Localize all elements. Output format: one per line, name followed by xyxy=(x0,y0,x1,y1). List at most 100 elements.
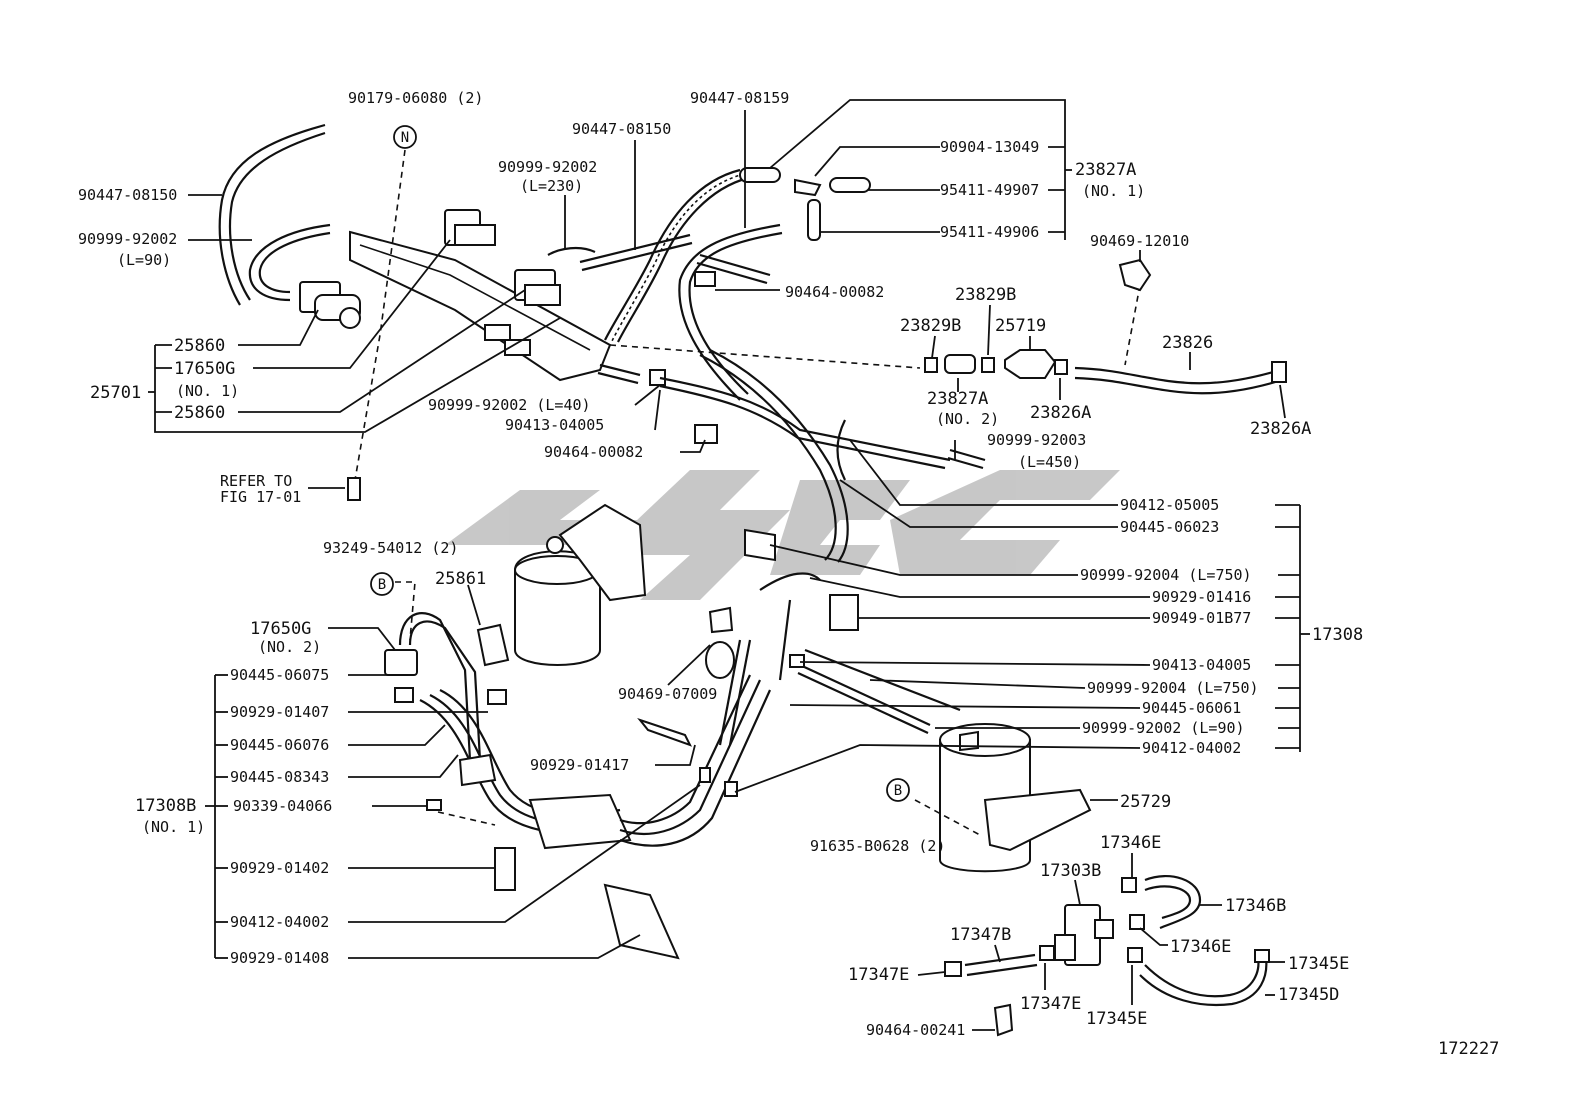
label-l90-left: (L=90) xyxy=(117,251,171,269)
label-17346e-top: 17346E xyxy=(1100,833,1161,853)
label-90445-08343: 90445-08343 xyxy=(230,768,329,786)
label-23829b-left: 23829B xyxy=(900,316,961,336)
label-17346b: 17346B xyxy=(1225,896,1286,916)
label-90999-92002-l40: 90999-92002 (L=40) xyxy=(428,396,591,414)
circle-b-marker-upper: B xyxy=(370,572,416,641)
circle-b-marker-lower: B xyxy=(886,778,910,802)
tee-95411 xyxy=(794,177,871,241)
leader-lines xyxy=(148,99,1310,1031)
label-fig-17-01: FIG 17-01 xyxy=(220,488,301,506)
label-90447-08150-center: 90447-08150 xyxy=(572,120,671,138)
label-93249-54012: 93249-54012 (2) xyxy=(323,539,458,557)
label-23826a-left: 23826A xyxy=(1030,403,1091,423)
label-23826: 23826 xyxy=(1162,333,1213,353)
label-17308: 17308 xyxy=(1312,625,1363,645)
vsv-25860-lower xyxy=(514,269,561,306)
label-90413-04005-right: 90413-04005 xyxy=(1152,656,1251,674)
label-90999-92002-l90-left: 90999-92002 xyxy=(78,230,177,248)
label-17347b: 17347B xyxy=(950,925,1011,945)
label-23827a-no2: 23827A xyxy=(927,389,988,409)
vsv-17650g-no1 xyxy=(444,209,496,246)
clamps-lower-left xyxy=(394,687,680,960)
label-90469-07009: 90469-07009 xyxy=(618,685,717,703)
label-90445-06076: 90445-06076 xyxy=(230,736,329,754)
vsv-17303b xyxy=(1054,904,1114,966)
harness-17308b xyxy=(419,599,792,850)
label-90339-04066: 90339-04066 xyxy=(233,797,332,815)
hose-23826 xyxy=(1074,258,1287,395)
label-17345e-bottom: 17345E xyxy=(1086,1009,1147,1029)
label-23827a-no1: 23827A xyxy=(1075,160,1136,180)
hose-bundle-center xyxy=(597,349,986,563)
label-90445-06061: 90445-06061 xyxy=(1142,699,1241,717)
label-90445-06023: 90445-06023 xyxy=(1120,518,1219,536)
hose-17346b xyxy=(1121,875,1202,930)
label-90929-01416: 90929-01416 xyxy=(1152,588,1251,606)
label-90904-13049: 90904-13049 xyxy=(940,138,1039,156)
figure-number: 172227 xyxy=(1438,1039,1499,1059)
label-23826a-right: 23826A xyxy=(1250,419,1311,439)
label-90999-92004-b: 90999-92004 (L=750) xyxy=(1087,679,1259,697)
hose-17345d xyxy=(1127,947,1270,1007)
label-90464-00082-center: 90464-00082 xyxy=(544,443,643,461)
label-l450: (L=450) xyxy=(1018,453,1081,471)
label-90929-01408: 90929-01408 xyxy=(230,949,329,967)
label-no1-a: (NO. 1) xyxy=(176,382,239,400)
label-90413-04005-top: 90413-04005 xyxy=(505,416,604,434)
label-25729: 25729 xyxy=(1120,792,1171,812)
label-17345d: 17345D xyxy=(1278,985,1339,1005)
label-no2-a: (NO. 2) xyxy=(936,410,999,428)
label-90929-01407: 90929-01407 xyxy=(230,703,329,721)
circle-n-marker: N xyxy=(393,125,417,149)
label-23829b-top: 23829B xyxy=(955,285,1016,305)
hose-short-90464 xyxy=(694,253,771,287)
label-90469-12010: 90469-12010 xyxy=(1090,232,1189,250)
label-25861: 25861 xyxy=(435,569,486,589)
label-no2-b: (NO. 2) xyxy=(258,638,321,656)
label-95411-49907: 95411-49907 xyxy=(940,181,1039,199)
label-17346e-right: 17346E xyxy=(1170,937,1231,957)
label-90412-04002-right: 90412-04002 xyxy=(1142,739,1241,757)
label-17308b: 17308B xyxy=(135,796,196,816)
hose-90999-92002-l230 xyxy=(547,233,693,272)
label-no1-c: (NO. 1) xyxy=(142,818,205,836)
label-90447-08150-left: 90447-08150 xyxy=(78,186,177,204)
label-90949-01b77: 90949-01B77 xyxy=(1152,609,1251,627)
label-91635-b0628: 91635-B0628 (2) xyxy=(810,837,945,855)
vsv-25860-upper xyxy=(299,281,361,329)
circle-b-text-upper: B xyxy=(378,577,386,593)
label-17650g-no2: 17650G xyxy=(250,619,311,639)
label-90999-92004-a: 90999-92004 (L=750) xyxy=(1080,566,1252,584)
circle-n-text: N xyxy=(401,130,409,146)
loose-clips-center xyxy=(637,606,738,797)
label-17345e-right: 17345E xyxy=(1288,954,1349,974)
label-90412-05005: 90412-05005 xyxy=(1120,496,1219,514)
hose-90999-92002-l90 xyxy=(248,223,331,302)
label-17650g-no1: 17650G xyxy=(174,359,235,379)
label-17347e-left: 17347E xyxy=(848,965,909,985)
refer-stud xyxy=(347,149,406,501)
label-25860-upper: 25860 xyxy=(174,336,225,356)
label-90464-00241: 90464-00241 xyxy=(866,1021,965,1039)
label-l230: (L=230) xyxy=(520,177,583,195)
hose-90447-08150-left xyxy=(218,123,326,306)
part-labels: 90179-06080 (2) 90447-08150 90999-92002 … xyxy=(78,89,1499,1059)
label-refer-to: REFER TO xyxy=(220,472,292,490)
label-90929-01417: 90929-01417 xyxy=(530,756,629,774)
label-90999-92002-l230: 90999-92002 xyxy=(498,158,597,176)
label-90445-06075: 90445-06075 xyxy=(230,666,329,684)
label-90412-04002-left: 90412-04002 xyxy=(230,913,329,931)
vsv-17650g-no2 xyxy=(384,612,482,761)
label-17347e-center: 17347E xyxy=(1020,994,1081,1014)
canister-bracket-25861 xyxy=(476,503,647,667)
hose-90447-08159-coil xyxy=(604,167,781,343)
label-90447-08159: 90447-08159 xyxy=(690,89,789,107)
label-25860-lower: 25860 xyxy=(174,403,225,423)
circle-b-text-lower: B xyxy=(894,783,902,799)
hose-90447-08150-center xyxy=(678,223,783,401)
label-25719: 25719 xyxy=(995,316,1046,336)
label-95411-49906: 95411-49906 xyxy=(940,223,1039,241)
label-90179-06080: 90179-06080 (2) xyxy=(348,89,483,107)
